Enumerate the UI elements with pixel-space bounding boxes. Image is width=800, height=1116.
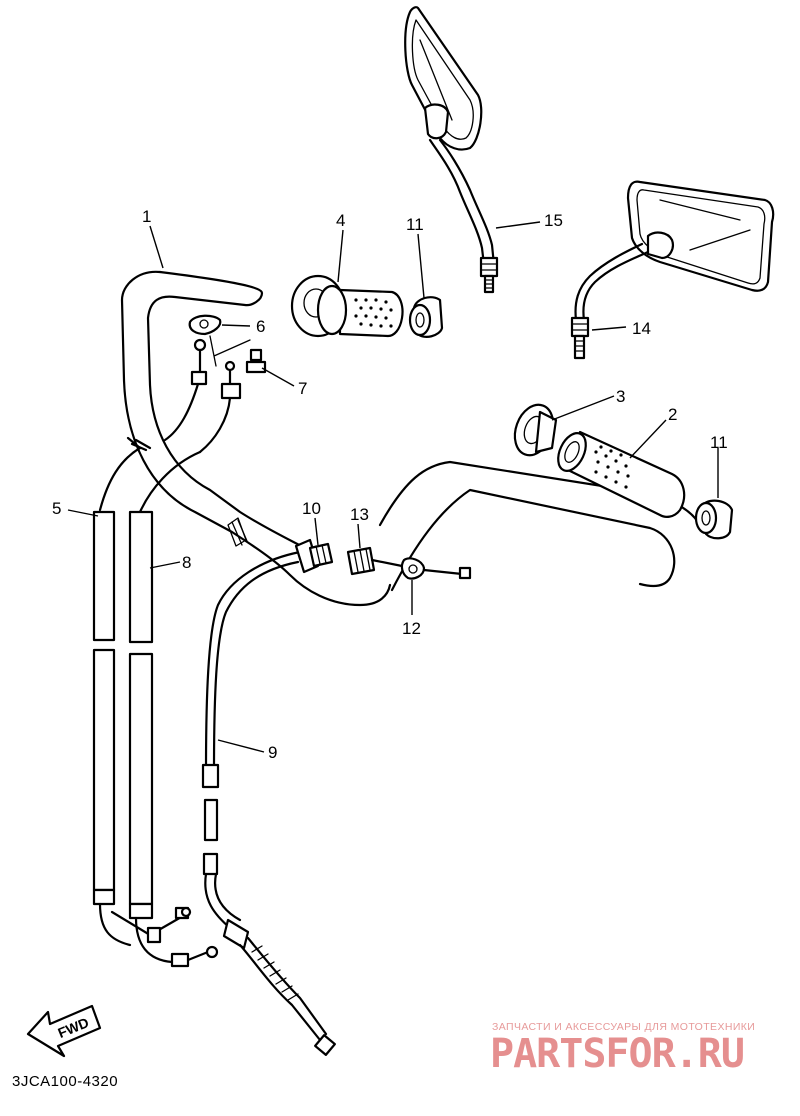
adjuster-assembly — [294, 538, 472, 580]
callout-13: 13 — [350, 505, 369, 524]
cable-9 — [201, 550, 336, 1056]
callout-numbers: 1 4 11 15 6 14 7 3 2 11 5 10 13 8 12 9 — [52, 207, 728, 762]
callout-12: 12 — [402, 619, 421, 638]
watermark-brand: PARTSFOR.RU — [490, 1031, 745, 1077]
leader-lines — [67, 221, 719, 753]
clamp-and-bolt — [188, 314, 267, 374]
callout-3: 3 — [616, 387, 625, 406]
grip-end-lower — [694, 499, 734, 540]
left-grip — [557, 430, 686, 518]
cable-8 — [110, 450, 219, 968]
fwd-arrow: FWD — [26, 1004, 102, 1058]
callout-5: 5 — [52, 499, 61, 518]
throttle-grip — [290, 274, 404, 338]
callout-14: 14 — [632, 319, 651, 338]
mirror-left — [404, 6, 499, 294]
callout-7: 7 — [298, 379, 307, 398]
callout-8: 8 — [182, 553, 191, 572]
diagram-code: 3JCA100-4320 — [12, 1073, 119, 1090]
cable-5 — [92, 436, 152, 947]
callout-4: 4 — [336, 211, 345, 230]
callout-15: 15 — [544, 211, 563, 230]
callout-2: 2 — [668, 405, 677, 424]
switch-cable-ends — [163, 338, 242, 454]
callout-9: 9 — [268, 743, 277, 762]
watermark-caption: ЗАПЧАСТИ И АКСЕССУАРЫ ДЛЯ МОТОТЕХНИКИ — [492, 1021, 756, 1033]
callout-6: 6 — [256, 317, 265, 336]
callout-10: 10 — [302, 499, 321, 518]
handlebar — [120, 270, 700, 607]
grip-collar — [513, 403, 558, 457]
callout-1: 1 — [142, 207, 151, 226]
callout-11-lower: 11 — [710, 433, 728, 452]
grip-end-upper — [408, 296, 444, 338]
mirror-right — [570, 180, 775, 360]
callout-11-upper: 11 — [406, 215, 424, 234]
